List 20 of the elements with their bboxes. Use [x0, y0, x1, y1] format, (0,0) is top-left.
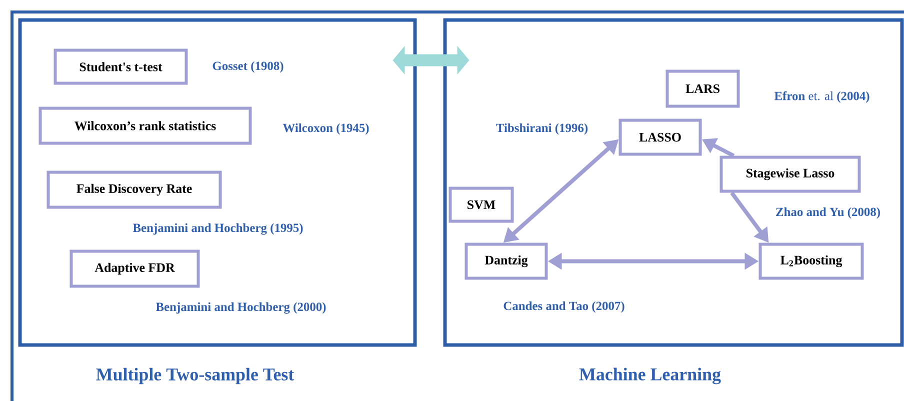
citation-label: Tibshirani (1996): [494, 122, 590, 136]
method-box: Wilcoxon’s rank statistics: [38, 106, 252, 145]
method-box: Stagewise Lasso: [720, 156, 861, 193]
method-box: LARS: [666, 70, 740, 108]
method-box: Dantzig: [464, 242, 548, 280]
method-box: L$_{2}$Boosting: [758, 242, 864, 280]
citation-label: Gosset (1908): [211, 60, 285, 74]
citation-label: Efron et. al (2004): [773, 90, 871, 104]
method-box: False Discovery Rate: [46, 170, 222, 209]
method-box: SVM: [448, 186, 514, 223]
citation-label: Benjamini and Hochberg (1995): [132, 222, 304, 236]
citation-label: Benjamini and Hochberg (2000): [154, 301, 328, 315]
citation-label: Zhao and Yu (2008): [774, 206, 882, 220]
panel-title: Multiple Two-sample Test: [96, 368, 294, 384]
citation-label: Candes and Tao (2007): [502, 300, 626, 314]
method-box: LASSO: [618, 118, 702, 156]
method-box: Student's t-test: [54, 48, 188, 85]
panel-title: Machine Learning: [579, 368, 721, 384]
method-box: Adaptive FDR: [70, 250, 200, 288]
citation-label: Wilcoxon (1945): [282, 122, 370, 136]
